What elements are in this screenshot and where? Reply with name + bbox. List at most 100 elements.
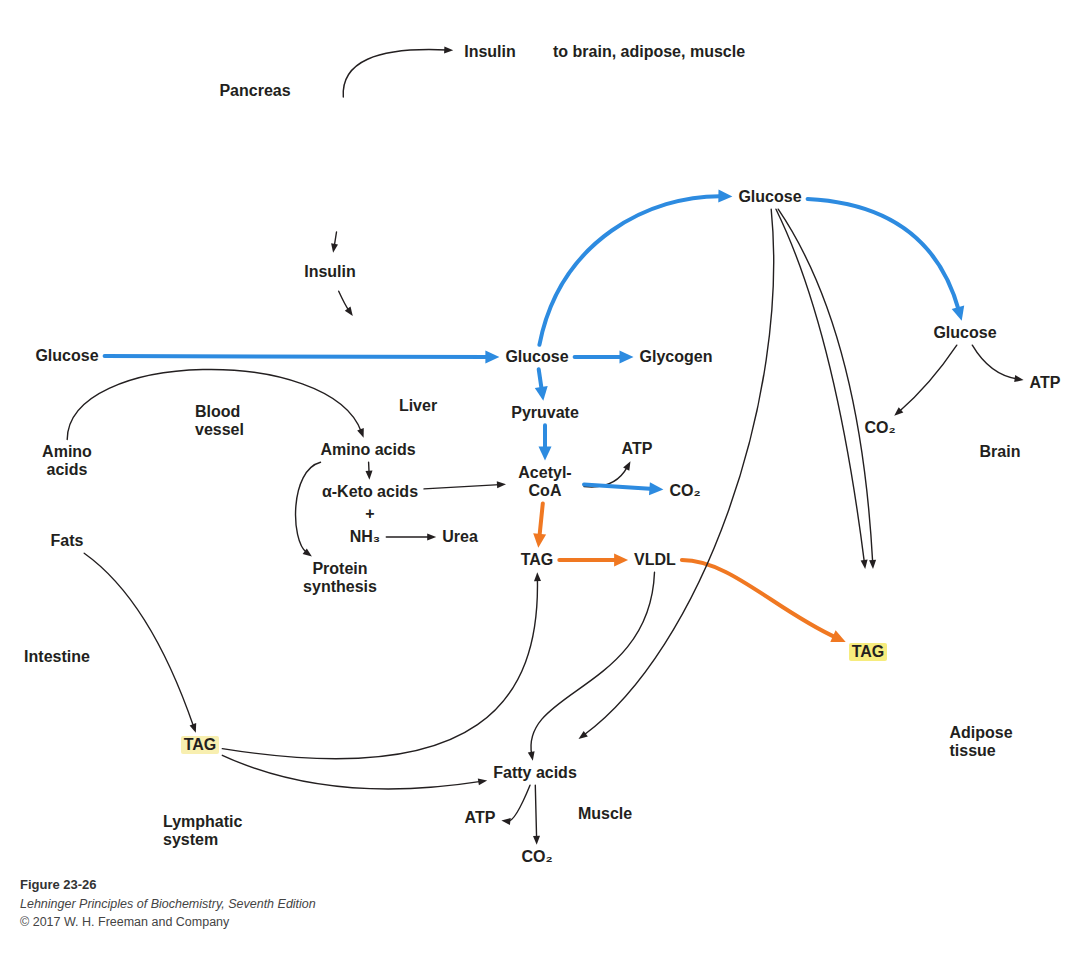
metabolite-node: Urea [439,528,481,546]
metabolite-label: Protein synthesis [303,560,377,595]
metabolite-label: CO₂ [521,848,552,865]
arrow-head [830,630,845,642]
flow-arrow [894,345,957,416]
metabolite-node: Glucose [930,324,999,342]
burst-ray [365,259,375,264]
flow-arrow [366,462,373,480]
metabolite-label: Glucose [933,324,996,341]
arrow-head [501,818,510,825]
metabolite-node: Acetyl- CoA [509,464,581,501]
metabolite-label: VLDL [634,551,676,568]
figure-label: Lehninger Principles of Biochemistry, Se… [20,897,316,911]
flow-arrow [84,553,196,733]
metabolite-label: Amino acids [42,443,92,478]
metabolite-node: CO₂ [666,482,703,500]
burst-ray [278,271,290,273]
arrow-line [559,558,618,562]
arrow-head [869,560,876,569]
metabolite-node: Insulin [461,43,519,61]
burst-ray [489,70,491,79]
metabolite-label: TAG [521,551,554,568]
metabolite-label: ATP [622,440,653,457]
flow-arrow [682,560,846,642]
arrow-line [539,503,543,538]
metabolite-label: Glucose [35,347,98,364]
metabolite-label: Insulin [304,263,356,280]
arrow-line [531,572,655,754]
flow-arrow [778,209,876,569]
flow-arrow [579,209,774,739]
organ-heading: Lymphatic system [160,813,251,850]
metabolite-node: Glucose [735,188,804,206]
burst-ray [530,51,542,53]
flow-arrow [67,369,364,439]
arrow-line [386,536,430,537]
metabolite-label: Glycogen [640,348,713,365]
flow-arrow [501,785,530,825]
metabolite-node: Amino acids [33,443,101,480]
arrow-head [427,534,436,541]
metabolite-label: ATP [465,809,496,826]
flow-arrow [584,482,663,495]
flow-arrow [972,345,1023,382]
arrow-head [366,471,373,480]
figure-label: Figure 23-26 [20,877,97,892]
arrow-head [478,778,487,785]
arrow-head [952,306,965,321]
flow-arrow [331,232,338,253]
arrow-head [649,482,663,495]
metabolite-label: TAG [184,736,217,753]
burst-ray [285,281,295,286]
flow-arrow [575,351,634,364]
metabolite-node: NH₃ [347,528,384,546]
organ-heading: Muscle [575,805,635,823]
label-box: Figure 23-26 [20,875,97,893]
arrow-head [485,350,499,363]
metabolite-node: TAG [518,551,557,569]
metabolite-label: Insulin [464,43,516,60]
label-box: + [365,505,374,523]
organ-heading: Brain [977,443,1024,461]
arrow-head [535,386,548,401]
flow-arrow [386,534,436,541]
metabolite-node: CO₂ [518,848,555,866]
arrow-head [303,548,312,556]
arrow-head [444,46,453,53]
metabolite-node: VLDL [631,551,679,569]
metabolite-label: Fatty acids [493,764,577,781]
metabolite-node: ATP [1027,374,1064,392]
organ-heading-box: Blood vessel [192,403,253,440]
adipose-tissue: Adipose tissueTAG [806,572,952,784]
burst-ray [445,61,455,66]
flow-arrow [222,572,541,759]
arrow-line [343,50,447,97]
organ-heading: Intestine [21,648,93,666]
arrow-head [533,533,546,548]
label-box: to brain, adipose, muscle [553,43,745,61]
arrow-line [339,291,350,311]
arrow-line [584,209,774,735]
arrow-line [584,485,654,490]
metabolite-node: TAG [181,736,220,754]
arrow-head [190,723,197,733]
organ-heading-box: Lymphatic system [160,813,251,850]
arrow-line [222,755,481,789]
flow-arrow [808,199,965,321]
metabolite-node: CO₂ [861,419,898,437]
metabolite-label: Acetyl- CoA [518,464,571,499]
metabolite-node: Insulin [301,263,359,281]
arrow-line [67,369,361,439]
arrow-head [623,461,630,471]
burst-ray [350,249,356,257]
arrow-head [894,407,903,416]
organ-illustration [155,336,289,384]
arrow-head [539,447,552,461]
figure-label: to brain, adipose, muscle [553,43,745,60]
metabolite-label: CO₂ [669,482,700,499]
burst-ray [350,288,356,296]
metabolite-node: Glycogen [637,348,716,366]
burst-ray [464,29,470,37]
arrow-line [424,485,500,489]
metabolite-node: Fatty acids [490,764,580,782]
